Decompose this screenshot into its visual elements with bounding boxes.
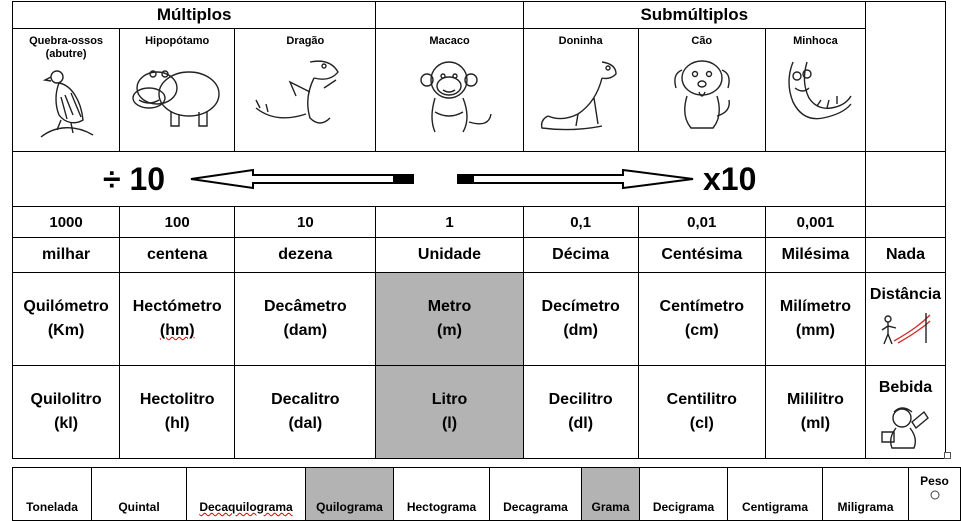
animal-name: Macaco xyxy=(429,35,470,47)
distance-unit: Milímetro(mm) xyxy=(764,272,867,366)
animal-cell: Quebra-ossos (abutre) xyxy=(11,28,121,152)
mass-unit: Hectograma xyxy=(393,467,490,521)
value-cell: 0,1 xyxy=(522,206,639,238)
metric-units-table: Múltiplos Submúltiplos Quebra-ossos (abu… xyxy=(11,1,946,459)
volume-unit: Decalitro(dal) xyxy=(234,365,377,459)
right-arrow-tail xyxy=(458,175,474,183)
animal-cell: Minhoca xyxy=(764,28,867,152)
value-cell: 0,001 xyxy=(764,206,867,238)
distance-unit: Centímetro(cm) xyxy=(637,272,766,366)
multiples-header: Múltiplos xyxy=(11,1,377,29)
word-cell: centena xyxy=(119,237,236,273)
weasel-icon xyxy=(540,61,617,131)
mass-unit: Decaquilograma xyxy=(186,467,306,521)
volume-unit-base: Litro(l) xyxy=(375,365,524,459)
vulture-icon xyxy=(40,70,94,138)
mass-unit: Decigrama xyxy=(639,467,728,521)
animal-name: Cão xyxy=(691,35,713,47)
value-cell: 10 xyxy=(234,206,377,238)
volume-label: Bebida xyxy=(878,379,933,396)
worm-icon xyxy=(788,61,852,120)
animal-cell: Macaco xyxy=(375,28,524,152)
animal-cell: Doninha xyxy=(522,28,639,152)
arrow-side-blank xyxy=(865,151,946,207)
distance-icon xyxy=(881,313,930,345)
volume-unit: Quilolitro(kl) xyxy=(11,365,121,459)
volume-label-cell: Bebida xyxy=(865,365,946,459)
divide-label: ÷ 10 xyxy=(103,161,165,197)
mass-unit: Centigrama xyxy=(727,467,823,521)
distance-unit: Hectómetro(hm) xyxy=(119,272,236,366)
mass-unit-base: Grama xyxy=(581,467,640,521)
mass-unit: Miligrama xyxy=(822,467,909,521)
right-arrow xyxy=(457,168,694,190)
word-cell: milhar xyxy=(11,237,121,273)
distance-unit: Quilómetro(Km) xyxy=(11,272,121,366)
animal-cell: Dragão xyxy=(234,28,377,152)
volume-unit: Decilitro(dl) xyxy=(522,365,639,459)
dragon-icon xyxy=(255,60,340,124)
animal-name: Quebra-ossos (abutre) xyxy=(29,35,104,60)
distance-unit: Decímetro(dm) xyxy=(522,272,639,366)
volume-unit: Mililitro(ml) xyxy=(764,365,867,459)
header-blank xyxy=(375,1,524,29)
word-cell: Milésima xyxy=(764,237,867,273)
conversion-arrows-svg: ÷ 10 x10 xyxy=(103,161,756,197)
dog-icon xyxy=(673,60,730,129)
corner-blank xyxy=(865,1,946,152)
mass-unit: Tonelada xyxy=(12,467,92,521)
left-arrow xyxy=(190,168,414,190)
multiply-label: x10 xyxy=(703,161,756,197)
value-cell: 100 xyxy=(119,206,236,238)
value-blank xyxy=(865,206,946,238)
distance-unit: Decâmetro(dam) xyxy=(234,272,377,366)
animal-cell: Cão xyxy=(637,28,766,152)
mass-label-cell: Peso xyxy=(908,467,961,521)
distance-label-cell: Distância xyxy=(865,272,946,366)
value-cell: 1000 xyxy=(11,206,121,238)
animal-name: Dragão xyxy=(286,35,325,47)
conversion-arrows: ÷ 10 x10 xyxy=(12,151,866,207)
distance-label: Distância xyxy=(869,286,942,303)
left-arrow-tail xyxy=(393,175,413,183)
mass-unit: Quintal xyxy=(91,467,187,521)
value-cell: 1 xyxy=(375,206,524,238)
mass-unit-highlighted: Quilograma xyxy=(305,467,394,521)
word-cell: Décima xyxy=(522,237,639,273)
mass-label: Peso xyxy=(920,474,949,488)
word-cell: Nada xyxy=(865,237,946,273)
animal-cell: Hipopótamo xyxy=(119,28,236,152)
mass-unit: Decagrama xyxy=(489,467,582,521)
distance-unit-base: Metro(m) xyxy=(375,272,524,366)
weight-icon xyxy=(930,490,939,500)
mass-units-table: Tonelada Quintal Decaquilograma Quilogra… xyxy=(12,467,961,521)
hippo-icon xyxy=(132,70,220,127)
word-cell: dezena xyxy=(234,237,377,273)
animal-name: Minhoca xyxy=(793,35,838,47)
volume-unit: Hectolitro(hl) xyxy=(119,365,236,459)
word-cell: Centésima xyxy=(637,237,766,273)
volume-unit: Centilitro(cl) xyxy=(637,365,766,459)
table-resize-handle[interactable] xyxy=(944,452,951,459)
animal-name: Doninha xyxy=(558,35,603,47)
monkey-icon xyxy=(420,61,493,133)
drink-icon xyxy=(880,407,929,449)
word-cell: Unidade xyxy=(375,237,524,273)
submultiples-header: Submúltiplos xyxy=(522,1,867,29)
value-cell: 0,01 xyxy=(637,206,766,238)
animal-name: Hipopótamo xyxy=(145,35,210,47)
